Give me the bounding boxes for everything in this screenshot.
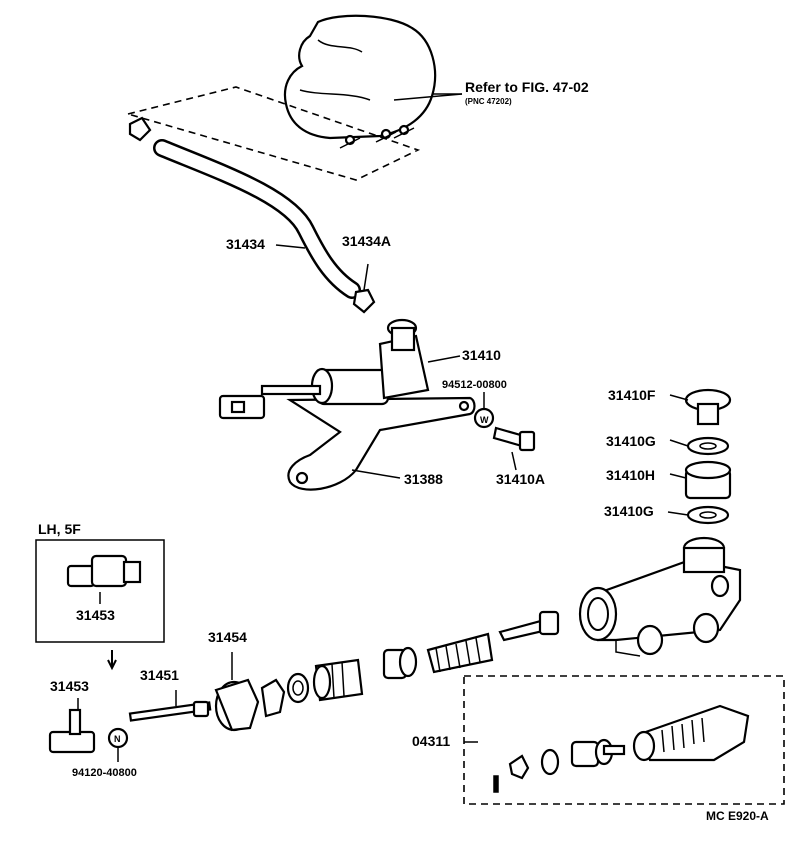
- hose-nut: [352, 288, 376, 314]
- label-31453-inset: 31453: [76, 607, 115, 623]
- reference-engine-outline: [283, 14, 462, 149]
- washer-mark-w: W: [480, 415, 489, 425]
- label-31410F: 31410F: [608, 387, 656, 403]
- diagram-code: MC E920-A: [706, 809, 769, 823]
- leader-lines: [393, 93, 463, 101]
- bolt-31410A: [473, 392, 536, 471]
- label-31410H: 31410H: [606, 467, 655, 483]
- label-31410G-a: 31410G: [606, 433, 656, 449]
- label-31434A: 31434A: [342, 233, 391, 249]
- release-cylinder-body: [578, 536, 742, 657]
- label-94120-40800: 94120-40800: [72, 767, 137, 779]
- label-31410A: 31410A: [496, 471, 545, 487]
- label-31410G-b: 31410G: [604, 503, 654, 519]
- label-31451: 31451: [140, 667, 179, 683]
- internal-parts-row: [214, 610, 560, 732]
- label-31434: 31434: [226, 236, 265, 252]
- hose-end-fitting: [128, 116, 152, 142]
- label-94512-00800: 94512-00800: [442, 379, 507, 391]
- spring: [426, 632, 494, 674]
- refer-label: Refer to FIG. 47-02: [465, 79, 589, 95]
- lh-5f-inset: [35, 539, 165, 671]
- reservoir-parts: [667, 388, 732, 525]
- refer-sublabel: (PNC 47202): [465, 97, 512, 106]
- label-31388: 31388: [404, 471, 443, 487]
- rod-assembly: [48, 690, 212, 762]
- label-31410: 31410: [462, 347, 501, 363]
- master-cylinder-assembly: [218, 318, 476, 491]
- nut-mark-n: N: [114, 734, 121, 744]
- label-31453: 31453: [50, 678, 89, 694]
- label-lh-5f: LH, 5F: [38, 521, 81, 537]
- bracket-31388: [286, 396, 476, 491]
- label-31454: 31454: [208, 629, 247, 645]
- reference-dashed-boundary: [124, 86, 421, 181]
- rod-31451: [128, 701, 212, 722]
- clutch-hose: [128, 116, 376, 314]
- snap-ring: [260, 678, 286, 718]
- label-04311: 04311: [412, 733, 450, 749]
- repair-kit-box: [463, 675, 785, 805]
